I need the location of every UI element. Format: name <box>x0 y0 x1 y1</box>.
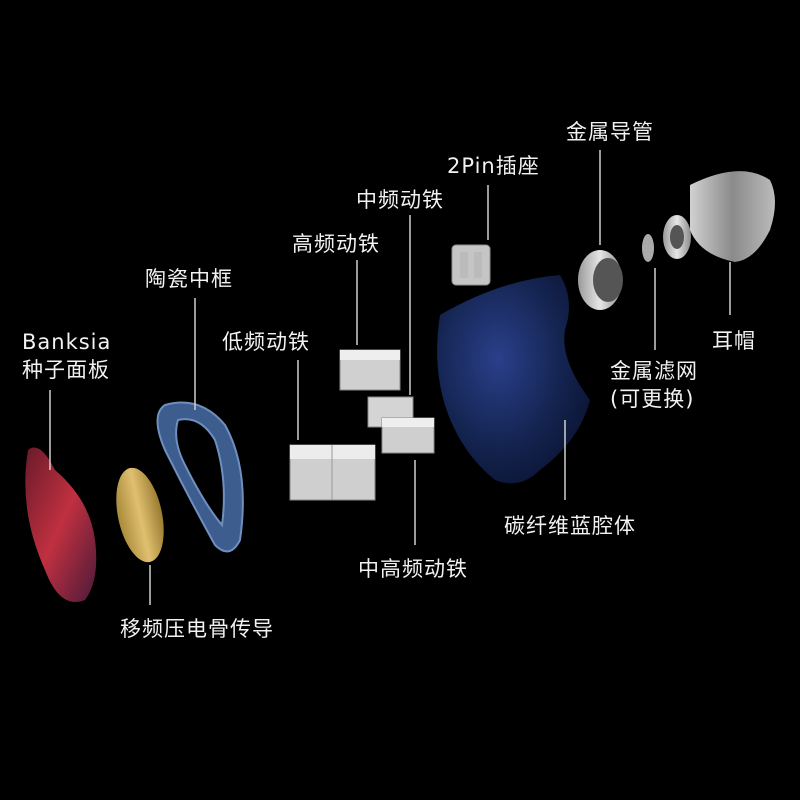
filter-ring <box>663 215 691 259</box>
label-ear-tip: 耳帽 <box>712 329 756 353</box>
label-2pin-socket: 2Pin插座 <box>447 154 540 178</box>
label-high-ba: 高频动铁 <box>292 232 380 256</box>
label-faceplate-en: Banksia <box>22 330 112 354</box>
label-ceramic-frame: 陶瓷中框 <box>145 267 233 291</box>
metal-filter <box>642 234 654 262</box>
metal-tube <box>578 250 623 310</box>
ear-tip <box>690 171 775 262</box>
ceramic-middle-frame <box>156 401 244 553</box>
label-mid-high-ba: 中高频动铁 <box>358 557 468 581</box>
label-low-ba: 低频动铁 <box>222 330 310 354</box>
label-cavity: 碳纤维蓝腔体 <box>504 514 636 538</box>
label-filter-replaceable: (可更换) <box>610 387 695 411</box>
label-bone-conduction: 移频压电骨传导 <box>120 617 274 641</box>
banksia-faceplate <box>25 447 97 602</box>
high-frequency-ba-driver <box>339 349 401 391</box>
low-frequency-ba-driver <box>289 444 376 501</box>
label-metal-filter: 金属滤网 <box>610 359 698 383</box>
label-metal-tube: 金属导管 <box>566 120 654 144</box>
label-faceplate-cn: 种子面板 <box>22 358 110 382</box>
leader-lines <box>49 150 731 605</box>
carbon-blue-cavity <box>437 275 590 484</box>
mid-high-frequency-ba-driver <box>381 417 435 454</box>
2pin-socket <box>451 244 491 286</box>
bone-conduction-disc <box>116 467 164 563</box>
label-mid-ba: 中频动铁 <box>356 188 444 212</box>
